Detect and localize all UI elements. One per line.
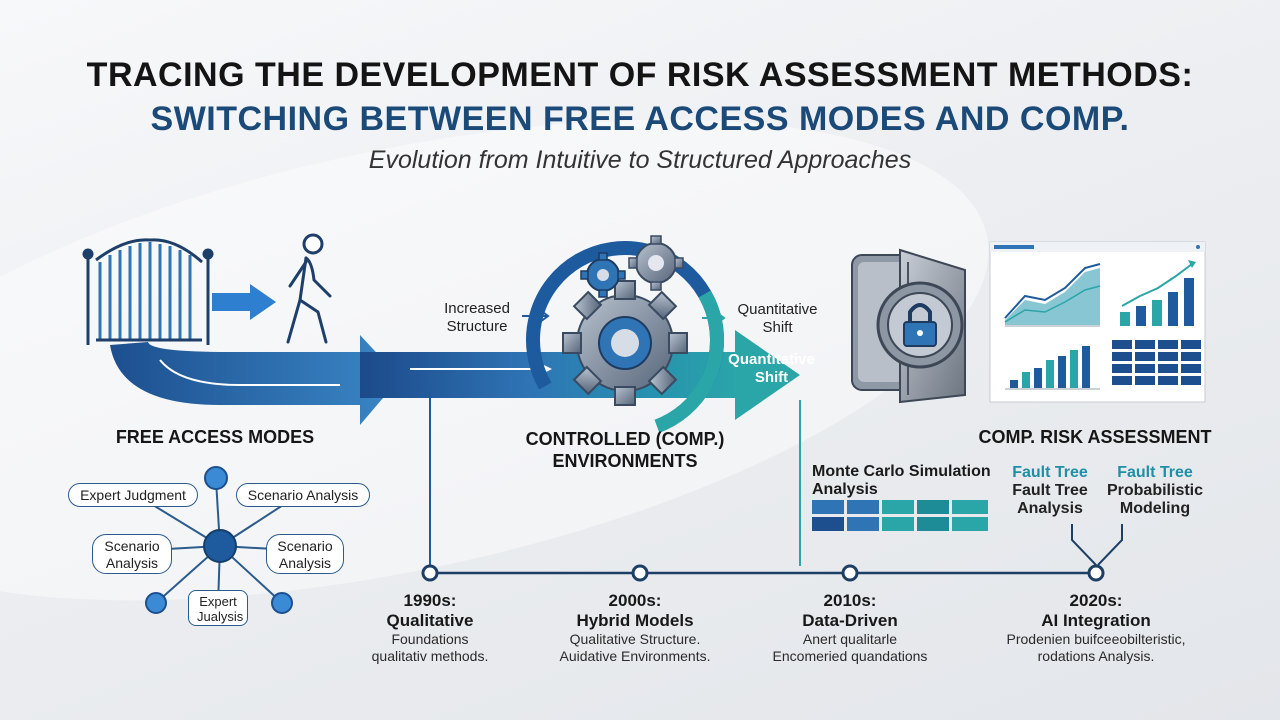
vault-icon <box>851 248 966 404</box>
probabilistic-modeling-label: Fault Tree Probabilistic Modeling <box>1106 464 1204 517</box>
era-1990s: 1990s: Qualitative Foundations qualitati… <box>371 591 489 664</box>
gears-icon <box>526 235 725 439</box>
node-expert-bottom: Expert Jualysis <box>188 590 248 626</box>
gate-arrow <box>212 284 276 320</box>
stage-free-access: FREE ACCESS MODES <box>115 427 315 447</box>
fault-tree-analysis-label: Fault Tree Fault Tree Analysis <box>1012 464 1088 517</box>
swoop-arrow <box>110 335 400 425</box>
node-scenario-analysis-right: Scenario Analysis <box>266 534 344 574</box>
walking-person-icon <box>286 233 332 344</box>
era-2020s: 2020s: AI Integration Prodenien buifceeo… <box>1006 591 1186 664</box>
dashboard-icon <box>989 241 1206 403</box>
subtitle: Evolution from Intuitive to Structured A… <box>368 146 912 174</box>
monte-carlo-label: Monte Carlo Simulation Analysis <box>812 463 991 498</box>
era-2010s: 2010s: Data-Driven Anert qualitarle Enco… <box>772 591 928 664</box>
quantitative-shift-arrow-label: Quantitative Shift <box>728 351 815 386</box>
label-arrows <box>522 309 550 323</box>
title-line-1: Tracing the Development of Risk Assessme… <box>86 56 1194 94</box>
node-scenario-analysis-left: Scenario Analysis <box>92 534 172 574</box>
era-2000s: 2000s: Hybrid Models Qualitative Structu… <box>559 591 711 664</box>
monte-carlo-grid <box>812 500 988 531</box>
gate-icon <box>82 238 214 345</box>
title-line-2: Switching Between Free Access Modes and … <box>150 100 1130 138</box>
fault-tree-connector <box>1071 524 1123 566</box>
main-arrow <box>360 330 800 420</box>
stage-comp-risk: COMP. RISK ASSESSMENT <box>978 427 1212 447</box>
timeline <box>421 564 1105 582</box>
increased-structure-label: Increased Structure <box>444 300 510 335</box>
stage-controlled: CONTROLLED (COMP.) ENVIRONMENTS <box>525 429 725 471</box>
node-scenario-analysis-top: Scenario Analysis <box>236 483 370 507</box>
node-expert-judgment: Expert Judgment <box>68 483 198 507</box>
quantitative-shift-top-label: Quantitative Shift <box>737 301 818 336</box>
